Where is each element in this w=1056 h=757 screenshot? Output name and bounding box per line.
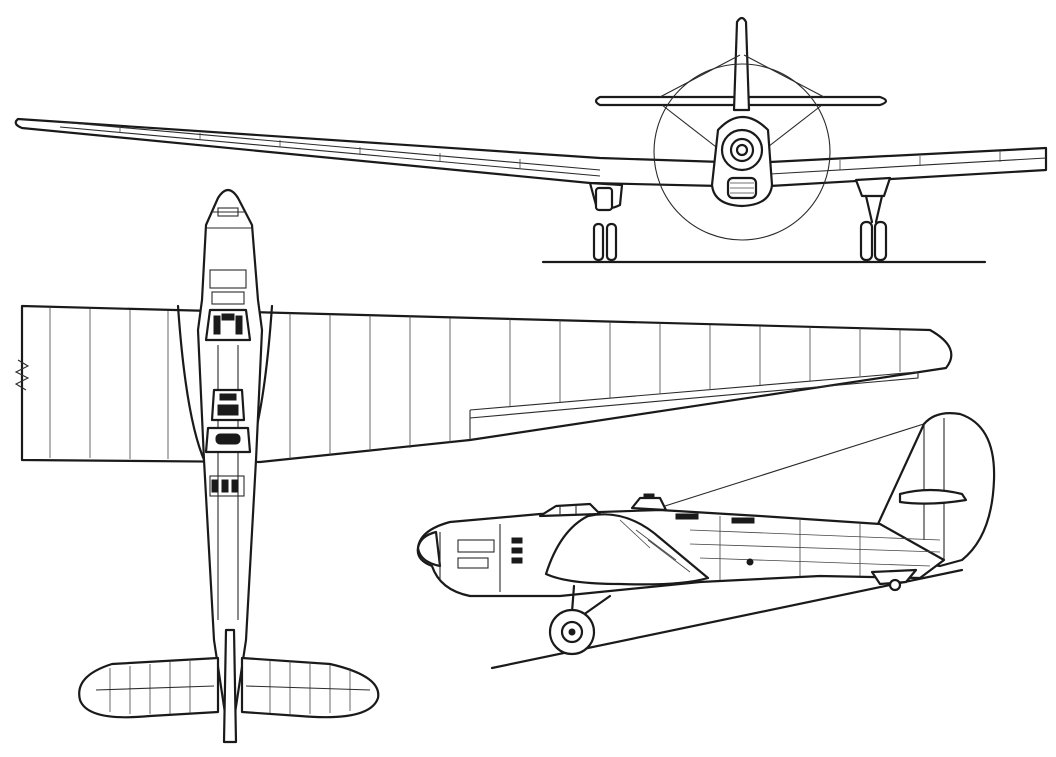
front-right-undercarriage-leg: [854, 176, 892, 198]
side-fuselage-panel-lines: [689, 516, 941, 580]
side-wing-panel-lines: [619, 519, 691, 573]
top-engine-panel: [211, 291, 245, 305]
top-fin: [222, 628, 238, 744]
side-tail-wheel: [888, 578, 902, 592]
side-aerial-wire: [664, 421, 931, 507]
front-right-wheel: [859, 220, 874, 262]
front-left-wheel-upper: [594, 186, 614, 212]
side-tail-wheel-fairing: [870, 568, 918, 586]
top-nose-panel: [217, 207, 239, 217]
front-view: [14, 16, 1048, 264]
front-left-wheel: [605, 222, 618, 262]
top-rear-hatch: [211, 479, 239, 493]
top-elevator-line: [95, 685, 371, 691]
top-tailplane: [78, 656, 220, 719]
side-tailplane: [898, 488, 968, 505]
top-rear-panel: [209, 475, 245, 497]
top-cockpit-front-detail: [213, 313, 243, 335]
side-gun: [643, 493, 655, 499]
front-wing-ribs: [119, 126, 1001, 170]
side-main-wheel-axle: [568, 628, 576, 636]
side-rudder-line: [923, 418, 945, 560]
side-view: [416, 412, 996, 670]
top-wing-break-symbol: [14, 359, 30, 391]
side-canopy-frame: [559, 505, 577, 514]
front-wing: [14, 117, 1048, 188]
top-view: [14, 188, 953, 744]
side-cowling-details: [439, 524, 501, 592]
front-radiator-slats: [730, 182, 754, 194]
side-canopy: [538, 502, 602, 518]
top-wing: [20, 304, 953, 464]
top-engine-panel: [209, 269, 247, 289]
front-left-wheel: [592, 222, 605, 262]
front-right-wheel: [873, 220, 888, 262]
front-wing-panel-line: [59, 126, 601, 177]
side-spinner: [416, 530, 442, 568]
side-windows: [675, 513, 755, 566]
front-spinner-hub: [735, 143, 749, 157]
front-bracing-wires: [659, 54, 825, 151]
top-gunner-detail: [215, 433, 241, 445]
front-wing-panel-line: [59, 121, 601, 171]
top-wing-ribs: [49, 308, 901, 459]
top-aileron: [469, 371, 919, 419]
front-propeller-disc: [653, 63, 831, 241]
top-cockpit-rear-detail: [217, 393, 239, 416]
front-right-strut: [864, 194, 884, 224]
side-gunner-turret: [630, 496, 668, 512]
side-wing: [544, 513, 710, 586]
side-exhaust-stubs: [511, 537, 523, 564]
